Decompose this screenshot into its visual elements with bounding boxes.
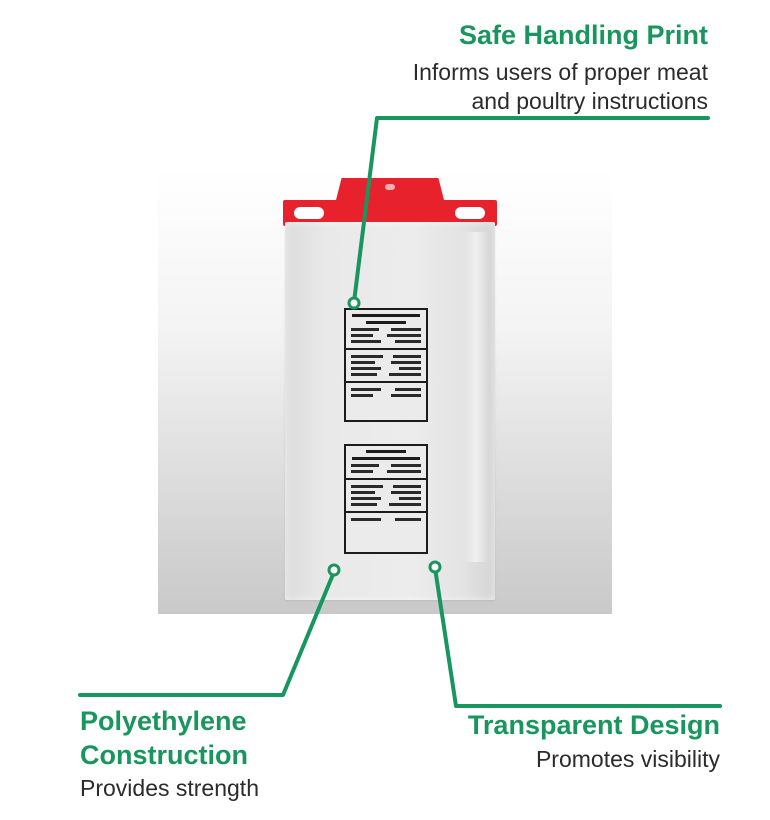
callout-dot-polyethylene (327, 563, 341, 577)
bag-hanger-tab (335, 178, 445, 204)
bag-sheen (463, 232, 489, 562)
safe-handling-title: Safe Handling Print (458, 20, 708, 50)
safe-handling-label-bottom (344, 444, 428, 554)
polyethylene-title-line1: Polyethylene (80, 706, 247, 736)
callout-line-safe-handling (352, 116, 710, 304)
callout-dot-safe-handling (347, 296, 361, 310)
polyethylene-title-line2: Construction (80, 740, 248, 770)
transparent-desc: Promotes visibility (535, 746, 720, 772)
callout-line-transparent (433, 566, 722, 708)
polyethylene-desc: Provides strength (80, 775, 259, 801)
transparent-title: Transparent Design (467, 710, 720, 740)
bag-hang-hole (385, 184, 395, 190)
safe-handling-desc-line1: Informs users of proper meat (412, 59, 708, 85)
bag-handle-slot-right (455, 207, 485, 219)
callout-line-polyethylene (78, 570, 336, 697)
safe-handling-desc-line2: and poultry instructions (471, 88, 708, 114)
safe-handling-label-top (344, 308, 428, 422)
bag-handle-slot-left (294, 207, 324, 219)
callout-dot-transparent (428, 560, 442, 574)
